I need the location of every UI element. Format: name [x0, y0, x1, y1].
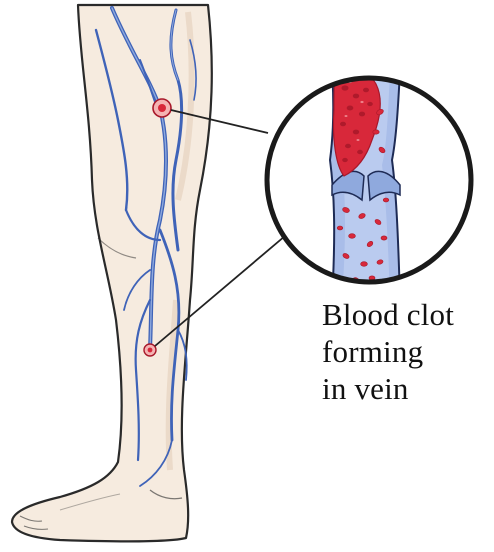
leg-outline: [12, 5, 212, 541]
leg-illustration: [12, 5, 212, 541]
caption-line-3: in vein: [322, 370, 454, 407]
magnified-vein-circle: [267, 70, 471, 300]
caption-line-2: forming: [322, 333, 454, 370]
caption: Blood clot forming in vein: [322, 296, 454, 407]
caption-line-1: Blood clot: [322, 296, 454, 333]
